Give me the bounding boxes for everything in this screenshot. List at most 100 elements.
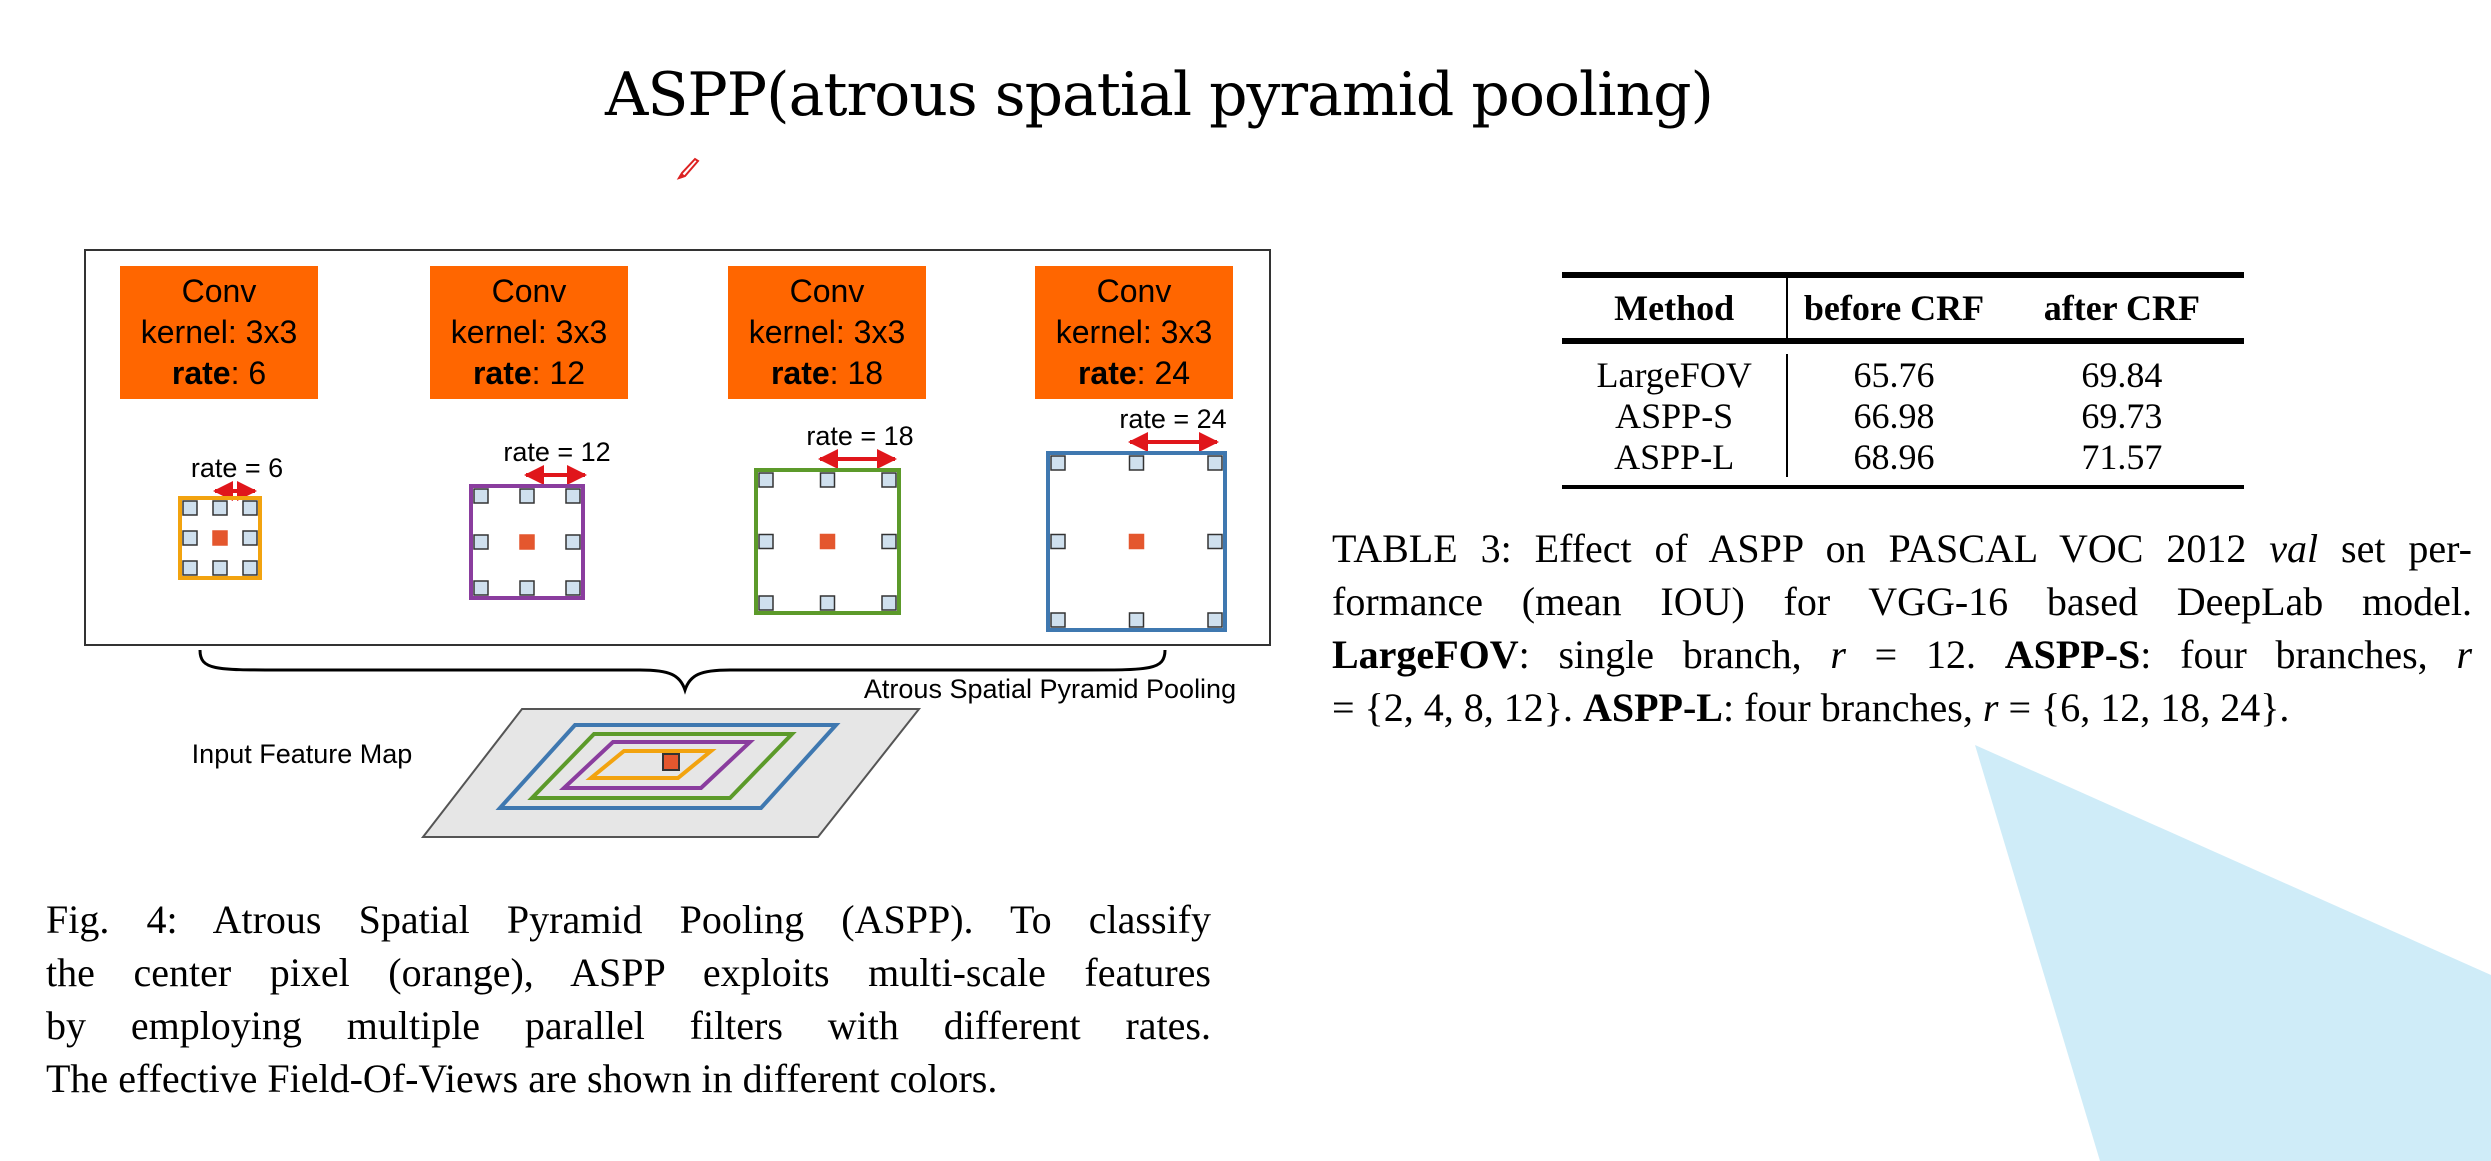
sample-cell <box>519 488 535 504</box>
caption-line: the center pixel (orange), ASPP exploits… <box>46 950 1211 995</box>
header-after-crf: after CRF <box>2043 288 2200 328</box>
sample-cell <box>758 595 774 611</box>
svg-text:rate: 12: rate: 12 <box>473 355 585 391</box>
conv-box-rate-12: Conv kernel: 3x3 rate: 12 <box>430 266 628 399</box>
rate-label-18: rate = 18 <box>806 421 913 451</box>
fov-rate-18 <box>527 732 797 800</box>
input-feature-map-label: Input Feature Map <box>192 739 413 769</box>
caption-text: TABLE 3: Effect of ASPP on PASCAL VOC 20… <box>1332 526 2270 571</box>
svg-text:rate: 24: rate: 24 <box>1078 355 1190 391</box>
conv-rate-value: : 24 <box>1137 355 1190 391</box>
brace-label: Atrous Spatial Pyramid Pooling <box>864 674 1236 704</box>
sample-cell <box>881 595 897 611</box>
sample-cell <box>473 580 489 596</box>
table-row: ASPP-L 68.96 71.57 <box>1562 436 2244 477</box>
conv-rate-value: : 12 <box>532 355 585 391</box>
caption-text: set per- <box>2318 526 2472 571</box>
caption-line: The effective Field-Of-Views are shown i… <box>46 1056 998 1101</box>
caption-text: : four branches, <box>1722 685 1983 730</box>
sample-cell <box>758 472 774 488</box>
rate-label-6: rate = 6 <box>191 453 283 483</box>
sample-cell <box>819 595 836 611</box>
caption-line: LargeFOV: single branch, r = 12. ASPP-S:… <box>1332 628 2472 681</box>
sample-cell <box>212 500 228 516</box>
caption-italic: r <box>1830 632 1846 677</box>
sample-cell <box>182 530 198 546</box>
conv-kernel: kernel: 3x3 <box>749 314 906 350</box>
conv-kernel: kernel: 3x3 <box>1056 314 1213 350</box>
conv-rate-value: : 6 <box>231 355 267 391</box>
sample-cell <box>212 560 228 576</box>
pen-cursor-icon <box>676 157 700 180</box>
svg-text:rate: 6: rate: 6 <box>172 355 266 391</box>
sample-cell <box>565 534 581 550</box>
conv-box-rate-6: Conv kernel: 3x3 rate: 6 <box>120 266 318 399</box>
conv-kernel: kernel: 3x3 <box>141 314 298 350</box>
conv-title: Conv <box>790 273 865 309</box>
conv-rate-value: : 18 <box>830 355 883 391</box>
table-body: LargeFOV 65.76 69.84 ASPP-S 66.98 69.73 … <box>1562 344 2244 485</box>
sample-cell <box>1050 612 1066 628</box>
input-center-pixel <box>662 753 680 771</box>
table-caption: TABLE 3: Effect of ASPP on PASCAL VOC 20… <box>1332 522 2472 734</box>
center-pixel <box>519 534 535 550</box>
sample-cell <box>1050 455 1066 471</box>
caption-line: TABLE 3: Effect of ASPP on PASCAL VOC 20… <box>1332 522 2472 575</box>
cell-after-crf: 71.57 <box>2081 436 2163 477</box>
sample-cell <box>473 488 489 504</box>
input-feature-map <box>420 708 922 838</box>
sample-cell <box>519 580 535 596</box>
sample-cell <box>1207 612 1223 628</box>
caption-italic: r <box>1982 685 1999 730</box>
caption-text: : four branches, <box>2140 632 2457 677</box>
cell-after-crf: 69.73 <box>2081 395 2163 436</box>
kernel-grid-border <box>469 484 585 600</box>
aspp-figure: Conv kernel: 3x3 rate: 6 Conv kernel: 3x… <box>80 245 1280 865</box>
caption-italic: val <box>2269 526 2319 571</box>
sample-cell <box>473 534 489 550</box>
rate-label-24: rate = 24 <box>1119 404 1226 434</box>
sample-cell <box>1128 612 1145 628</box>
sample-cell <box>1050 533 1066 550</box>
center-pixel <box>819 533 836 550</box>
kernel-grid-rate-12 <box>469 484 585 600</box>
sample-cell <box>1207 455 1223 471</box>
caption-line: Fig. 4: Atrous Spatial Pyramid Pooling (… <box>46 897 1211 942</box>
sample-cell <box>881 472 897 488</box>
kernel-grids <box>178 451 1227 632</box>
table-bottom-rule <box>1562 485 2244 489</box>
branches-frame <box>84 249 1271 646</box>
cell-before-crf: 65.76 <box>1853 354 1935 395</box>
sample-cell <box>182 560 198 576</box>
table-row: LargeFOV 65.76 69.84 <box>1562 354 2244 395</box>
caption-text: : single branch, <box>1518 632 1831 677</box>
sample-cell <box>565 488 581 504</box>
caption-text: = 12. <box>1845 632 2005 677</box>
caption-italic: r <box>2456 632 2473 677</box>
table-header-row: Method before CRF after CRF <box>1562 278 2244 338</box>
sample-cell <box>242 530 258 546</box>
kernel-grid-border <box>1046 451 1227 632</box>
kernel-grid-border <box>754 468 901 615</box>
conv-box-rate-24: Conv kernel: 3x3 rate: 24 <box>1035 266 1233 399</box>
sample-cell <box>182 500 198 516</box>
kernel-grid-border <box>178 496 262 580</box>
fov-rate-12 <box>558 740 756 790</box>
sample-cell <box>1207 533 1223 550</box>
caption-line: formance (mean IOU) for VGG-16 based Dee… <box>1332 579 2472 624</box>
caption-bold: ASPP-L <box>1582 685 1723 730</box>
conv-rate-word: rate <box>172 355 231 391</box>
header-method: Method <box>1562 278 1789 338</box>
brace <box>198 649 1167 695</box>
cell-after-crf: 69.84 <box>2081 354 2163 395</box>
caption-line: by employing multiple parallel filters w… <box>46 1003 1211 1048</box>
cell-before-crf: 68.96 <box>1853 436 1935 477</box>
table-row: ASPP-S 66.98 69.73 <box>1562 395 2244 436</box>
conv-rate-word: rate <box>771 355 830 391</box>
cell-method: ASPP-S <box>1562 395 1789 436</box>
conv-title: Conv <box>182 273 257 309</box>
aspp-diagram: Conv kernel: 3x3 rate: 6 Conv kernel: 3x… <box>84 249 1271 838</box>
sample-cell <box>819 472 836 488</box>
conv-kernel: kernel: 3x3 <box>451 314 608 350</box>
caption-line: = {2, 4, 8, 12}. ASPP-L: four branches, … <box>1332 681 2472 734</box>
